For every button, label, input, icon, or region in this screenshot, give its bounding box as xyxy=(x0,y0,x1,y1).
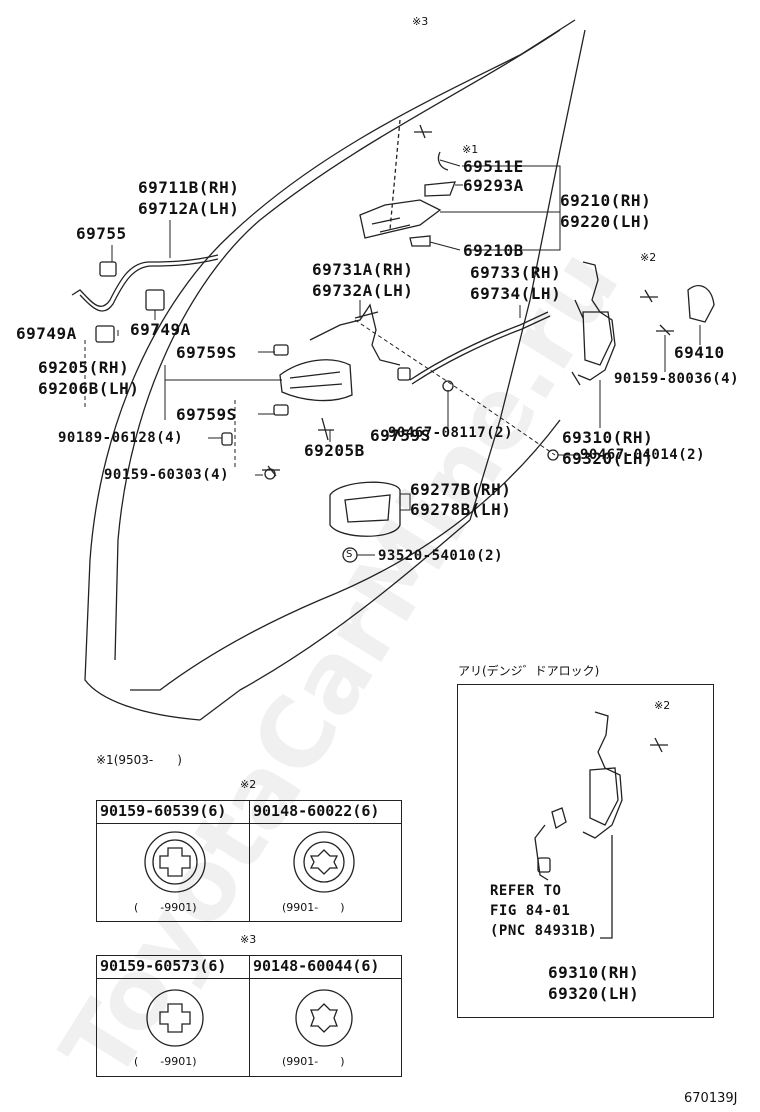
screw-icon-phillips-1 xyxy=(144,831,206,893)
inside-handle-cable xyxy=(71,254,219,343)
part-label-69410: 69410 xyxy=(674,343,725,362)
part-label-69310: 69310(RH) xyxy=(562,428,654,447)
inset-refer-1: REFER TO xyxy=(490,883,562,899)
note-mark-2: ※2 xyxy=(640,251,657,264)
footnote-date-range: ※1(9503- ) xyxy=(96,753,182,767)
part-label-69759s-1: 69759S xyxy=(176,343,237,362)
outside-handle-parts xyxy=(359,119,456,247)
part-label-93520-54010: 93520-54010(2) xyxy=(378,548,504,564)
note-mark-3: ※3 xyxy=(412,15,429,28)
note-mark-1: ※1 xyxy=(462,143,479,156)
inset-box xyxy=(457,684,714,1018)
part-label-69220: 69220(LH) xyxy=(560,212,652,231)
table-2-col-divider xyxy=(249,800,250,922)
screw-icon-torx-1 xyxy=(293,831,355,893)
inset-refer-2: FIG 84-01 xyxy=(490,903,571,919)
part-label-69755: 69755 xyxy=(76,224,127,243)
part-label-69210: 69210(RH) xyxy=(560,191,652,210)
part-label-69320: 69320(LH) xyxy=(562,449,654,468)
part-label-69712a: 69712A(LH) xyxy=(138,199,240,218)
door-lock-assembly xyxy=(571,261,715,386)
part-label-69759s-3: 69759S xyxy=(370,426,431,445)
screw-icon-torx-2 xyxy=(295,989,353,1047)
part-label-69511e: 69511E xyxy=(463,157,524,176)
part-label-90189-06128: 90189-06128(4) xyxy=(58,430,184,446)
table-3-col2-header: 90148-60044(6) xyxy=(253,957,380,975)
part-label-69711b: 69711B(RH) xyxy=(138,178,240,197)
part-label-69210b: 69210B xyxy=(463,241,524,260)
part-label-69732a: 69732A(LH) xyxy=(312,281,414,300)
table-2-col2-header: 90148-60022(6) xyxy=(253,802,380,820)
inset-lock-drawing xyxy=(534,711,668,939)
part-label-69205: 69205(RH) xyxy=(38,358,130,377)
table-2-col2-range: (9901- ) xyxy=(282,901,345,914)
part-label-69277b: 69277B(RH) xyxy=(410,480,512,499)
part-label-69278b: 69278B(LH) xyxy=(410,500,512,519)
leader-lines xyxy=(84,159,701,556)
figure-id: 670139J xyxy=(684,1091,738,1106)
table-2-mark: ※2 xyxy=(240,778,257,791)
inset-note-mark: ※2 xyxy=(654,699,671,712)
inset-part-69320: 69320(LH) xyxy=(548,984,640,1003)
table-2-col1-range: ( -9901) xyxy=(134,901,197,914)
part-label-69293a: 69293A xyxy=(463,176,524,195)
inset-title: アリ(デンジ゛ドアロック) xyxy=(458,664,600,678)
part-label-69749a-right: 69749A xyxy=(130,320,191,339)
part-label-90159-80036: 90159-80036(4) xyxy=(614,371,740,387)
part-label-69759s-2: 69759S xyxy=(176,405,237,424)
door-outline xyxy=(84,19,586,721)
table-2-col1-header: 90159-60539(6) xyxy=(100,802,227,820)
part-label-90467-08117: 90467-08117(2) xyxy=(388,425,514,441)
part-label-69734: 69734(LH) xyxy=(470,284,562,303)
inside-handle-assembly xyxy=(221,344,353,480)
inset-part-69310: 69310(RH) xyxy=(548,963,640,982)
part-label-90159-60303: 90159-60303(4) xyxy=(104,467,230,483)
screw-icon-phillips-2 xyxy=(146,989,204,1047)
part-label-69205b: 69205B xyxy=(304,441,365,460)
inset-refer-3: (PNC 84931B) xyxy=(490,923,598,939)
table-3-col1-header: 90159-60573(6) xyxy=(100,957,227,975)
part-label-69206b: 69206B(LH) xyxy=(38,379,140,398)
part-label-90467-04014: 90467-04014(2) xyxy=(580,447,706,463)
s-mark: S xyxy=(346,549,353,560)
table-3-mark: ※3 xyxy=(240,933,257,946)
table-3-col1-range: ( -9901) xyxy=(134,1055,197,1068)
part-label-69731a: 69731A(RH) xyxy=(312,260,414,279)
part-label-69733: 69733(RH) xyxy=(470,263,562,282)
table-3-col2-range: (9901- ) xyxy=(282,1055,345,1068)
table-3-col-divider xyxy=(249,955,250,1077)
part-label-69749a-left: 69749A xyxy=(16,324,77,343)
